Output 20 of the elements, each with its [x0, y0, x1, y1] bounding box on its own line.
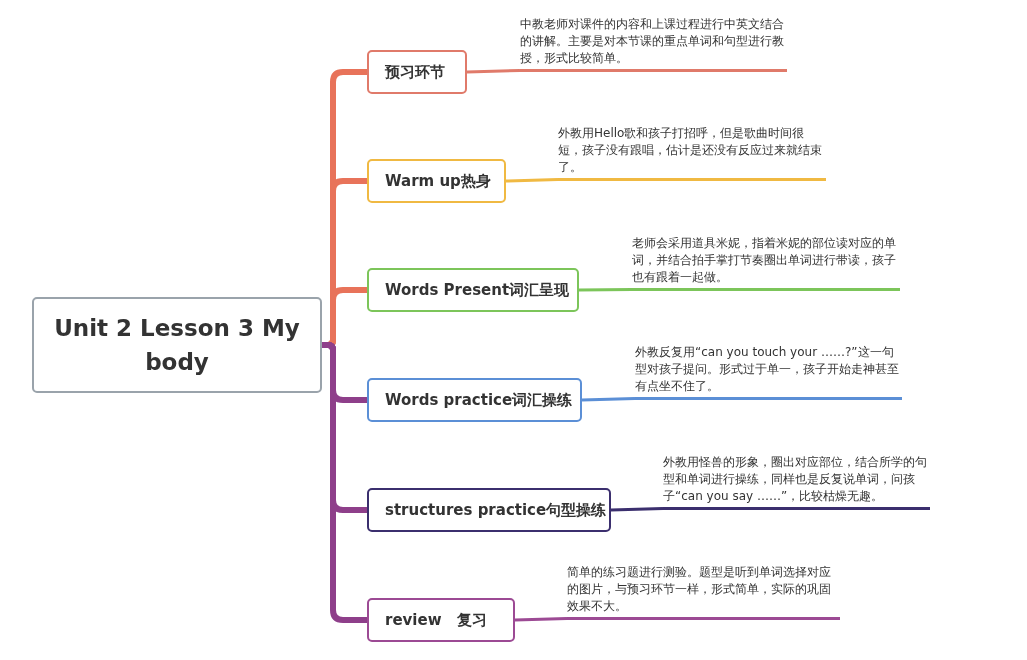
topic-box: Words Present词汇呈现 — [367, 268, 579, 312]
connector-line — [610, 507, 664, 512]
topic-box: review 复习 — [367, 598, 515, 642]
connector-line — [322, 342, 367, 623]
topic-box: Warm up热身 — [367, 159, 506, 203]
topic-box: 预习环节 — [367, 50, 467, 94]
connector-line — [581, 397, 636, 402]
note-text: 外教用怪兽的形象，圈出对应部位，结合所学的句型和单词进行操练，同样也是反复说单词，问孩子“can you say ……”，比较枯燥无趣。 — [663, 454, 930, 510]
connector-line — [579, 288, 632, 292]
note-text: 中教老师对课件的内容和上课过程进行中英文结合的讲解。主要是对本节课的重点单词和句型进行教授，形式比较简单。 — [520, 16, 787, 72]
note-text: 简单的练习题进行测验。题型是听到单词选择对应的图片，与预习环节一样，形式简单，实际的巩固效果不大。 — [567, 564, 840, 620]
note-text: 老师会采用道具米妮，指着米妮的部位读对应的单词，并结合拍手掌打节奏圈出单词进行带读，孩子也有跟着一起做。 — [632, 235, 900, 291]
note-text: 外教反复用“can you touch your ……?”这一句型对孩子提问。形式过于单一，孩子开始走神甚至有点坐不住了。 — [635, 344, 902, 400]
topic-box: Words practice词汇操练 — [367, 378, 582, 422]
connector-line — [466, 69, 521, 74]
connector-line — [514, 617, 568, 622]
note-text: 外教用Hello歌和孩子打招呼，但是歌曲时间很短，孩子没有跟唱，估计是还没有反应过来就结束了。 — [558, 125, 826, 181]
connector-line — [505, 178, 559, 183]
topic-box: structures practice句型操练 — [367, 488, 611, 532]
root-topic-box: Unit 2 Lesson 3 My body — [32, 297, 322, 393]
